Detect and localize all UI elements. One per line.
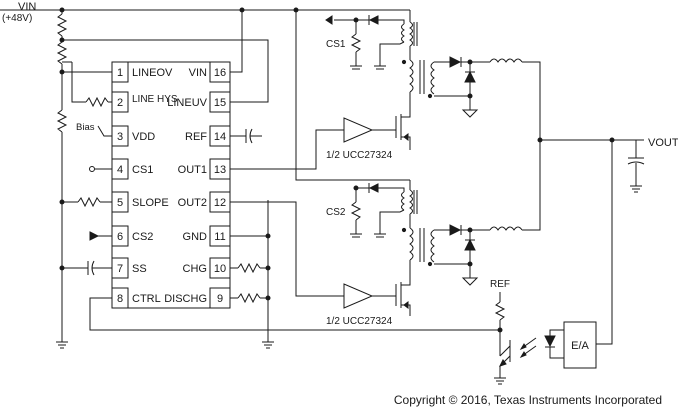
vin-label: VIN [18, 1, 36, 13]
pin-name: VDD [132, 131, 155, 143]
pin-num: 5 [117, 197, 123, 209]
right-pins: 16 15 14 13 12 11 10 9 VIN LINEUV REF OU… [164, 61, 231, 309]
feedback-wire [596, 140, 613, 345]
chg-resistor [230, 262, 268, 274]
pin-num: 12 [214, 197, 226, 209]
line-hys-resistor [71, 62, 112, 108]
power-stage-2 [350, 140, 541, 316]
pin-num: 4 [117, 164, 123, 176]
vout-label: VOUT [648, 137, 678, 149]
pin-name: CTRL [132, 293, 161, 305]
input-divider [56, 10, 68, 349]
slope-resistor [62, 196, 112, 208]
pin-name: LINEOV [132, 67, 173, 79]
dischg-resistor [230, 292, 268, 304]
cs1-pin-input [89, 166, 112, 172]
pin-name: CHG [183, 263, 207, 275]
ss-capacitor [62, 260, 112, 276]
pin-name: LINEUV [167, 97, 207, 109]
gnd-rail [230, 200, 274, 349]
vin-to-stage2-wire [295, 10, 410, 181]
ref-capacitor [230, 128, 262, 144]
cs2-label: CS2 [326, 207, 346, 218]
lineuv-wire [62, 39, 269, 103]
cs2-pin-input [89, 231, 112, 241]
pin-name: OUT1 [178, 164, 207, 176]
pin-name: SLOPE [132, 197, 169, 209]
driver-2-label: 1/2 UCC27324 [326, 316, 393, 327]
opto-led [544, 329, 564, 359]
power-stage-1 [325, 10, 541, 150]
bias-label: Bias [76, 122, 95, 133]
pin-name: LINE HYS [132, 94, 178, 105]
ctrl-wire [89, 297, 501, 356]
ea-label: E/A [571, 340, 589, 352]
bias-wire [97, 125, 112, 137]
pin-name: VIN [189, 67, 207, 79]
pin-num: 16 [214, 67, 226, 79]
error-amplifier [563, 321, 597, 369]
out2-wire [230, 201, 344, 297]
pin-num: 14 [214, 131, 226, 143]
copyright-text: Copyright © 2016, Texas Instruments Inco… [394, 393, 662, 407]
pin-name: SS [132, 263, 147, 275]
pin-name: CS1 [132, 164, 153, 176]
ref-pullup-resistor [494, 292, 506, 333]
pin-num: 15 [214, 97, 226, 109]
pin-num: 13 [214, 164, 226, 176]
pin-num: 8 [117, 293, 123, 305]
pin-num: 3 [117, 131, 123, 143]
pin-num: 2 [117, 97, 123, 109]
pin-name: DISCHG [164, 293, 207, 305]
gate-driver-2 [343, 283, 396, 309]
cs1-label: CS1 [326, 39, 346, 50]
pin-num: 9 [217, 293, 223, 305]
vin-pin16-wire [230, 10, 243, 73]
gate-driver-1 [343, 117, 396, 143]
pin-num: 11 [214, 231, 225, 243]
pin-name: CS2 [132, 231, 153, 243]
pin-num: 6 [117, 231, 123, 243]
pin-num: 10 [214, 263, 226, 275]
driver-1-label: 1/2 UCC27324 [326, 150, 393, 161]
pin-num: 1 [117, 67, 123, 79]
pin-num: 7 [117, 263, 123, 275]
pin-name: REF [185, 131, 207, 143]
pin-name: OUT2 [178, 197, 207, 209]
out1-wire [230, 129, 344, 170]
vin-value-label: (+48V) [2, 13, 32, 24]
output-node [537, 137, 645, 193]
opto-transistor [494, 337, 537, 385]
left-pins: 1 2 3 4 5 6 7 8 LINEOV LINE HYS VDD CS1 … [111, 61, 178, 309]
pin-name: GND [183, 231, 208, 243]
ref-label: REF [490, 279, 510, 290]
